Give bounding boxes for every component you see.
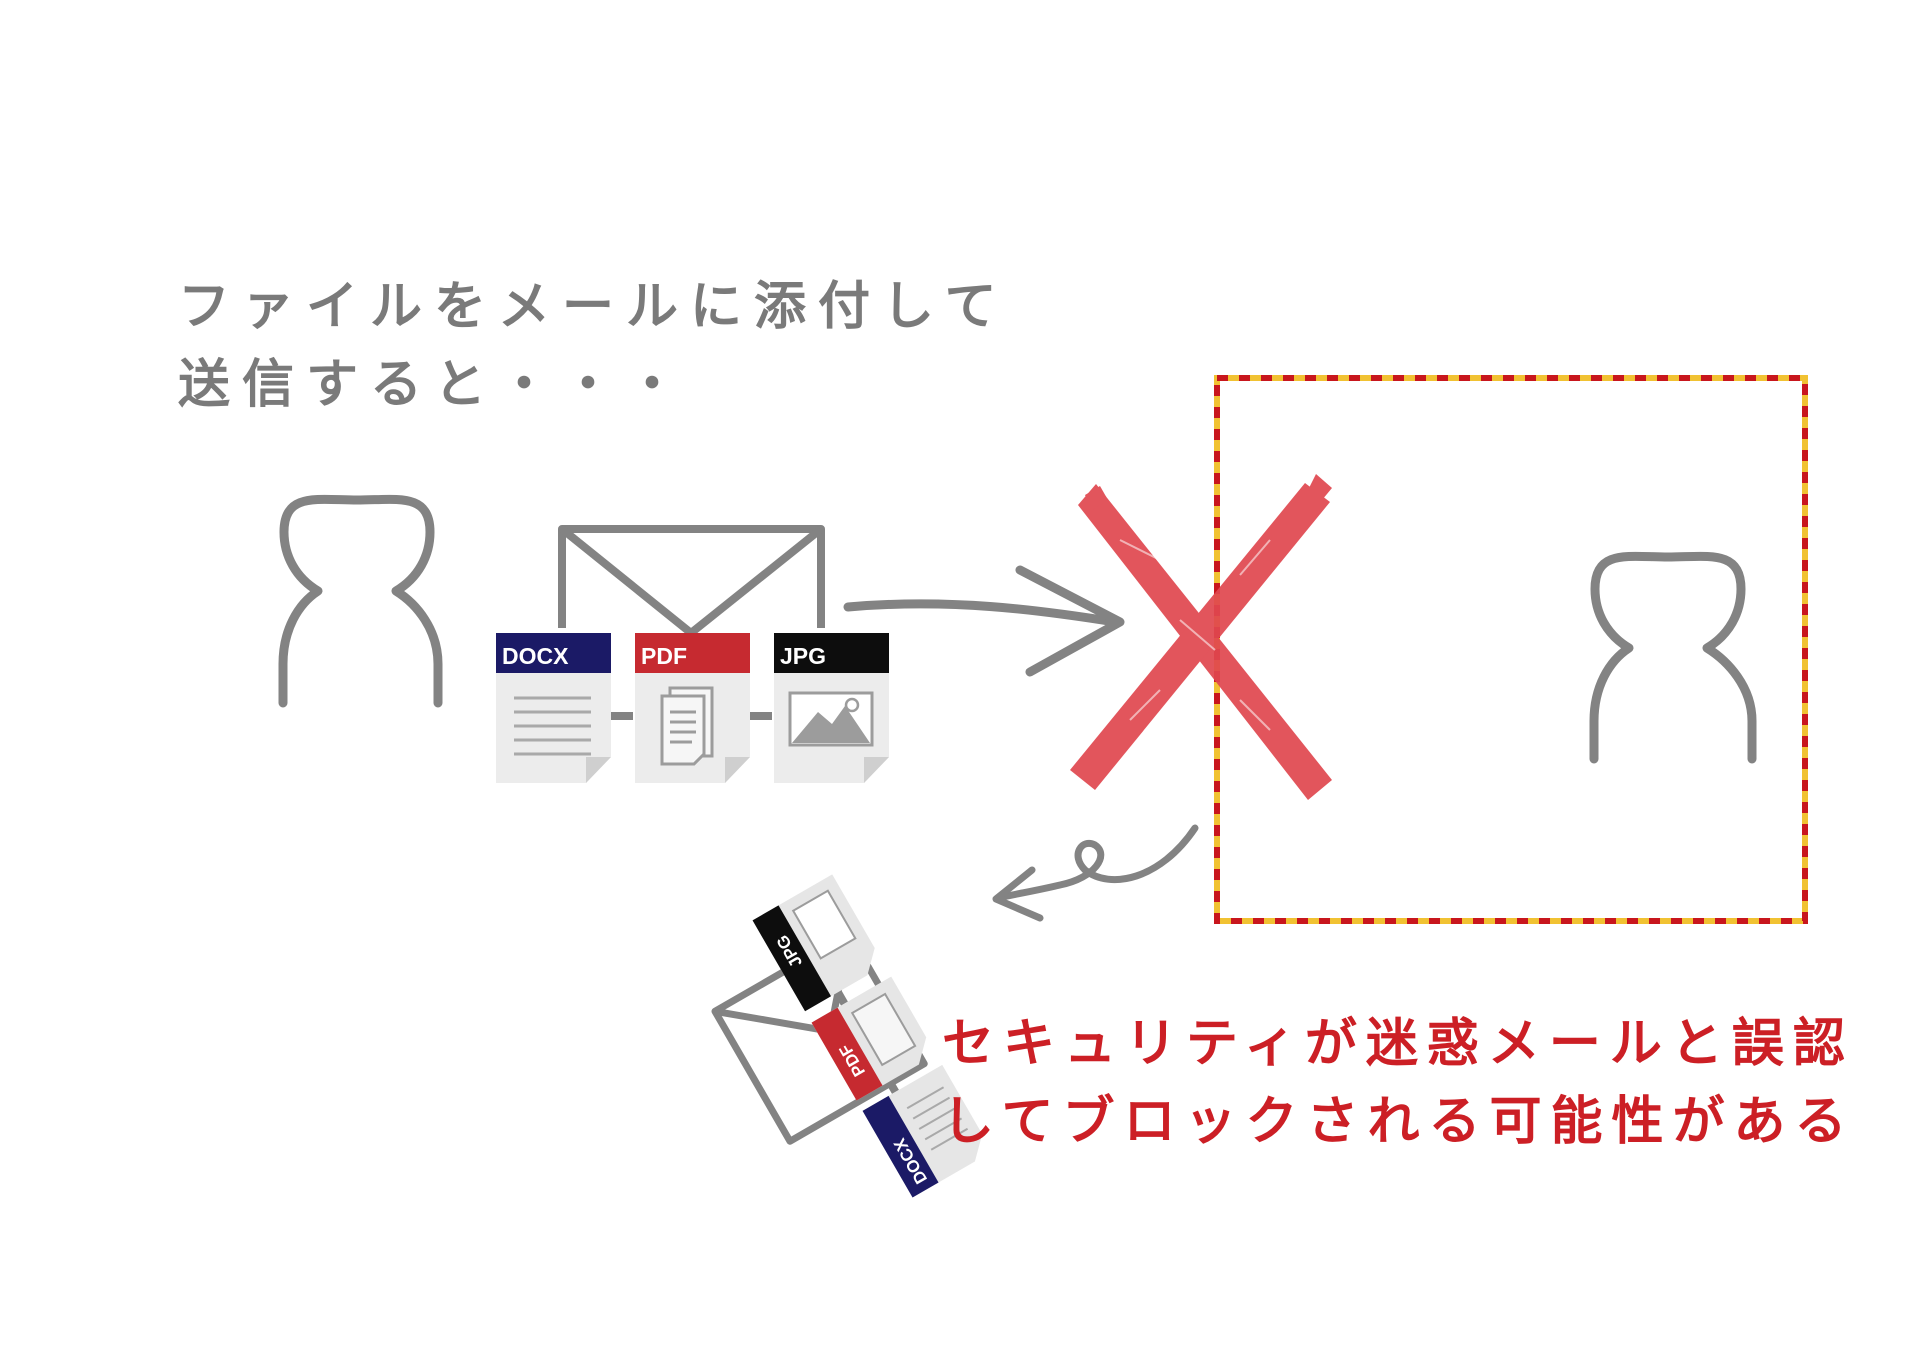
bounced-jpg-tab bbox=[752, 905, 832, 1012]
bounced-pdf: PDF bbox=[811, 976, 927, 1101]
bounced-docx-tab bbox=[862, 1095, 939, 1198]
intro-text: ファイルをメールに添付して 送信すると・・・ bbox=[178, 268, 1008, 424]
cross-brush-texture bbox=[1119, 539, 1271, 731]
intro-text-line-1: ファイルをメールに添付して bbox=[178, 277, 1009, 337]
attachment-connectors bbox=[611, 712, 772, 720]
attachment-pdf[interactable]: PDF bbox=[635, 633, 750, 783]
warning-text-line-2: してブロックされる可能性がある bbox=[942, 1092, 1856, 1152]
warning-text-line-1: セキュリティが迷惑メールと誤認 bbox=[942, 1014, 1854, 1074]
attachment-docx[interactable]: DOCX bbox=[496, 633, 611, 783]
intro-text-line-2: 送信すると・・・ bbox=[178, 355, 691, 415]
bounced-pdf-tab bbox=[811, 1007, 883, 1101]
pdf-label: PDF bbox=[641, 643, 687, 669]
jpg-tab bbox=[774, 633, 889, 673]
pdf-tab bbox=[635, 633, 750, 673]
arrow-right-icon bbox=[843, 565, 1125, 677]
docx-file-fold bbox=[586, 757, 611, 783]
jpg-label: JPG bbox=[780, 643, 826, 669]
recipient-person-icon bbox=[1589, 551, 1757, 764]
pdf-file-fold bbox=[725, 757, 750, 783]
envelope-icon bbox=[558, 525, 825, 637]
bounce-arrow-icon bbox=[992, 824, 1199, 922]
jpg-file-fold bbox=[864, 757, 889, 783]
image-icon bbox=[788, 691, 874, 747]
document-lines-icon bbox=[514, 696, 591, 756]
attachment-jpg[interactable]: JPG bbox=[774, 633, 889, 783]
pages-icon bbox=[660, 686, 714, 766]
sender-person-icon bbox=[278, 494, 443, 708]
docx-tab bbox=[496, 633, 611, 673]
bounced-jpg: JPG bbox=[752, 874, 875, 1012]
docx-label: DOCX bbox=[502, 643, 569, 669]
warning-text: セキュリティが迷惑メールと誤認 してブロックされる可能性がある bbox=[942, 1005, 1855, 1161]
bounced-mail: JPG PDF DOCX bbox=[711, 874, 983, 1198]
